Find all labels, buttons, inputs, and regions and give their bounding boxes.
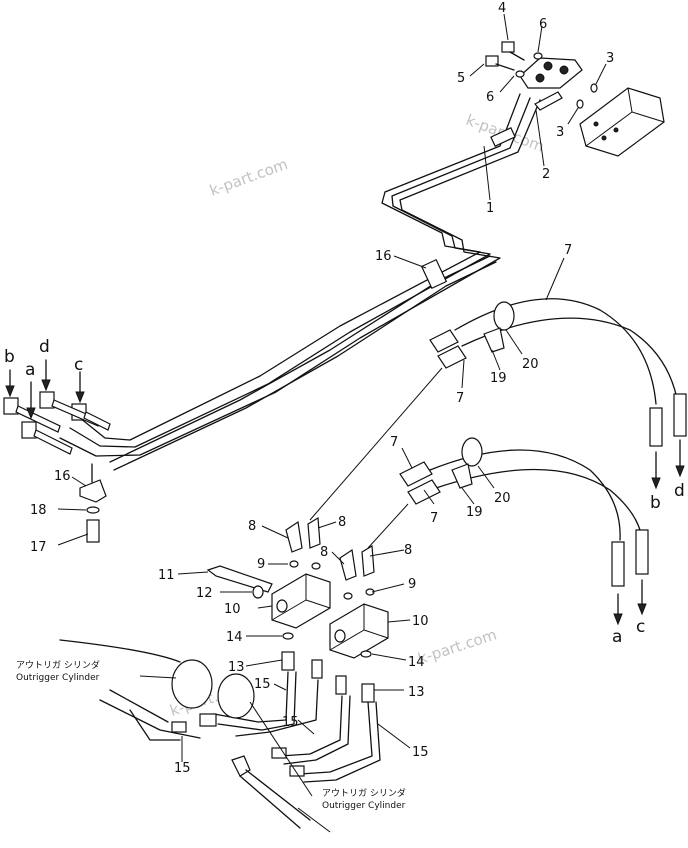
caption-lower-jp: アウトリガ シリンダ bbox=[322, 787, 406, 799]
clamp-ring-20-upper bbox=[493, 301, 515, 331]
callout-15-d: 15 bbox=[174, 761, 191, 776]
o-ring-3-lower bbox=[576, 99, 584, 109]
port-c-left: c bbox=[74, 355, 83, 375]
callout-15-a: 15 bbox=[254, 677, 271, 692]
callout-15-b: 15 bbox=[282, 715, 299, 730]
callout-1: 1 bbox=[486, 201, 494, 216]
callout-3-lower: 3 bbox=[556, 125, 564, 140]
lower-clamp-assembly bbox=[79, 463, 107, 543]
callout-9-left: 9 bbox=[257, 557, 265, 572]
tube-clamp-upper bbox=[420, 258, 448, 290]
outrigger-cylinder-lower bbox=[231, 755, 311, 829]
callout-labels: 4 6 5 6 3 3 2 1 16 7 20 19 7 7 20 19 7 8… bbox=[30, 1, 614, 776]
callout-12: 12 bbox=[196, 586, 213, 601]
callout-4: 4 bbox=[498, 1, 506, 16]
outrigger-captions: アウトリガ シリンダ Outrigger Cylinder アウトリガ シリンダ… bbox=[16, 659, 406, 811]
outrigger-cylinder-upper bbox=[59, 639, 255, 741]
port-d-left: d bbox=[39, 337, 50, 357]
adaptor-13-right bbox=[361, 683, 375, 703]
callout-7-upper-left: 7 bbox=[456, 391, 464, 406]
callout-2: 2 bbox=[542, 167, 550, 182]
callout-16-upper: 16 bbox=[375, 249, 392, 264]
valve-block bbox=[579, 87, 665, 157]
callout-13-left: 13 bbox=[228, 660, 245, 675]
callout-8-b: 8 bbox=[338, 515, 346, 530]
hoses-15 bbox=[213, 671, 381, 783]
callout-18: 18 bbox=[30, 503, 47, 518]
callout-7-top: 7 bbox=[564, 243, 572, 258]
callout-20-upper: 20 bbox=[522, 357, 539, 372]
washer-6-upper bbox=[533, 52, 543, 60]
callout-7-lower: 7 bbox=[430, 511, 438, 526]
callout-7-mid: 7 bbox=[390, 435, 398, 450]
tube-clamp-lower bbox=[79, 479, 107, 503]
hose-set-upper bbox=[429, 298, 687, 490]
port-c-right: c bbox=[636, 617, 645, 637]
main-tube-assembly bbox=[59, 93, 541, 471]
washer-18 bbox=[86, 506, 100, 514]
callout-11: 11 bbox=[158, 568, 175, 583]
bolt-4 bbox=[501, 41, 515, 53]
leader-lines bbox=[57, 13, 607, 762]
callout-19-upper: 19 bbox=[490, 371, 507, 386]
divider-block-right bbox=[329, 544, 389, 659]
watermark-3: k-part.com bbox=[416, 625, 499, 667]
port-b-left: b bbox=[4, 347, 15, 367]
o-ring-14-right bbox=[360, 650, 372, 658]
callout-13-right: 13 bbox=[408, 685, 425, 700]
callout-15-c: 15 bbox=[412, 745, 429, 760]
callout-8-a: 8 bbox=[248, 519, 256, 534]
clamp-ring-20-lower bbox=[461, 437, 483, 467]
callout-14-left: 14 bbox=[226, 630, 243, 645]
left-end-fittings bbox=[3, 359, 111, 455]
bolt-17 bbox=[86, 519, 100, 543]
bracket-19-lower bbox=[451, 463, 473, 489]
port-b-right: b bbox=[650, 493, 661, 513]
washer-6-lower bbox=[515, 70, 525, 78]
callout-8-c: 8 bbox=[320, 545, 328, 560]
port-a-right: a bbox=[612, 627, 622, 647]
hose-set-lower bbox=[399, 437, 649, 626]
o-ring-14-left bbox=[282, 632, 294, 640]
caption-upper-jp: アウトリガ シリンダ bbox=[16, 659, 100, 671]
callout-6-upper: 6 bbox=[539, 17, 547, 32]
callout-17: 17 bbox=[30, 540, 47, 555]
callout-8-d: 8 bbox=[404, 543, 412, 558]
o-ring-3-upper bbox=[590, 83, 598, 93]
callout-10-right: 10 bbox=[412, 614, 429, 629]
caption-upper-en: Outrigger Cylinder bbox=[16, 673, 100, 683]
callout-19-lower: 19 bbox=[466, 505, 483, 520]
bracket-19-upper bbox=[483, 327, 505, 353]
callout-9-right: 9 bbox=[408, 577, 416, 592]
callout-20-lower: 20 bbox=[494, 491, 511, 506]
caption-lower-en: Outrigger Cylinder bbox=[322, 801, 406, 811]
callout-3-upper: 3 bbox=[606, 51, 614, 66]
callout-5: 5 bbox=[457, 71, 465, 86]
port-d-right: d bbox=[674, 481, 685, 501]
manifold-block-assembly bbox=[485, 41, 665, 157]
callout-16-lower: 16 bbox=[54, 469, 71, 484]
bolt-11 bbox=[206, 565, 273, 593]
adaptor-13-left bbox=[281, 651, 295, 671]
divider-block-left bbox=[271, 516, 331, 629]
watermark-1: k-part.com bbox=[207, 155, 290, 200]
callout-10-left: 10 bbox=[224, 602, 241, 617]
port-labels: b a d c b d a c bbox=[4, 337, 685, 647]
port-a-left: a bbox=[25, 360, 35, 380]
callout-14-right: 14 bbox=[408, 655, 425, 670]
callout-6-lower: 6 bbox=[486, 90, 494, 105]
bolt-5 bbox=[485, 55, 499, 67]
washer-12 bbox=[252, 585, 264, 599]
tube-sleeve bbox=[490, 127, 516, 147]
